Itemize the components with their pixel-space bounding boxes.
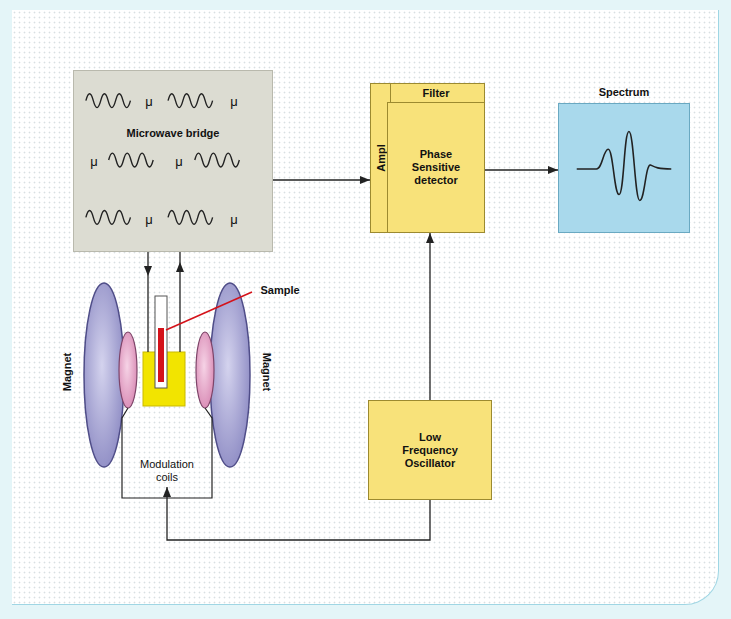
magnet-label: Magnet [61, 353, 74, 392]
mu-symbol: μ [145, 213, 153, 226]
sample-tube [155, 296, 167, 388]
microwave-waves [74, 71, 272, 251]
filter-box: Filter [387, 83, 485, 103]
phase-sensitive-detector: Phase Sensitive detector [387, 102, 485, 233]
sample-leader [166, 292, 252, 330]
arrowhead [144, 266, 152, 276]
mu-symbol: μ [230, 95, 238, 108]
node-text: Modulation coils [134, 458, 200, 484]
modulation-coil [119, 332, 137, 408]
node-text: Filter [423, 87, 450, 100]
modulation-coil [196, 332, 214, 408]
node-text: Ampl [374, 144, 387, 172]
magnet-label: Magnet [260, 353, 273, 392]
mu-symbol: μ [90, 155, 98, 168]
microwave-bridge: Microwave bridge μ μ μ μ μ μ [73, 70, 273, 252]
spectrum-trace [559, 104, 689, 232]
node-text: Spectrum [539, 86, 709, 99]
mu-symbol: μ [145, 95, 153, 108]
spectrum-display: Spectrum [558, 103, 690, 233]
mu-symbol: μ [230, 213, 238, 226]
node-text: Phase Sensitive detector [404, 148, 468, 187]
signal-connector [485, 169, 558, 170]
magnet-pole [84, 283, 124, 467]
magnet-pole [210, 283, 250, 467]
arrowhead [176, 262, 184, 272]
sample [158, 328, 164, 382]
sample-label: Sample [260, 284, 299, 297]
node-text: Microwave bridge [74, 127, 272, 140]
signal-connector [273, 179, 370, 180]
coil-wire [122, 408, 212, 498]
low-frequency-oscillator: Low Frequency Oscillator [368, 400, 492, 500]
node-text: Low Frequency Oscillator [394, 431, 466, 470]
mu-symbol: μ [175, 155, 183, 168]
modulation-coils: Modulation coils [130, 455, 204, 487]
signal-connector [429, 233, 430, 400]
